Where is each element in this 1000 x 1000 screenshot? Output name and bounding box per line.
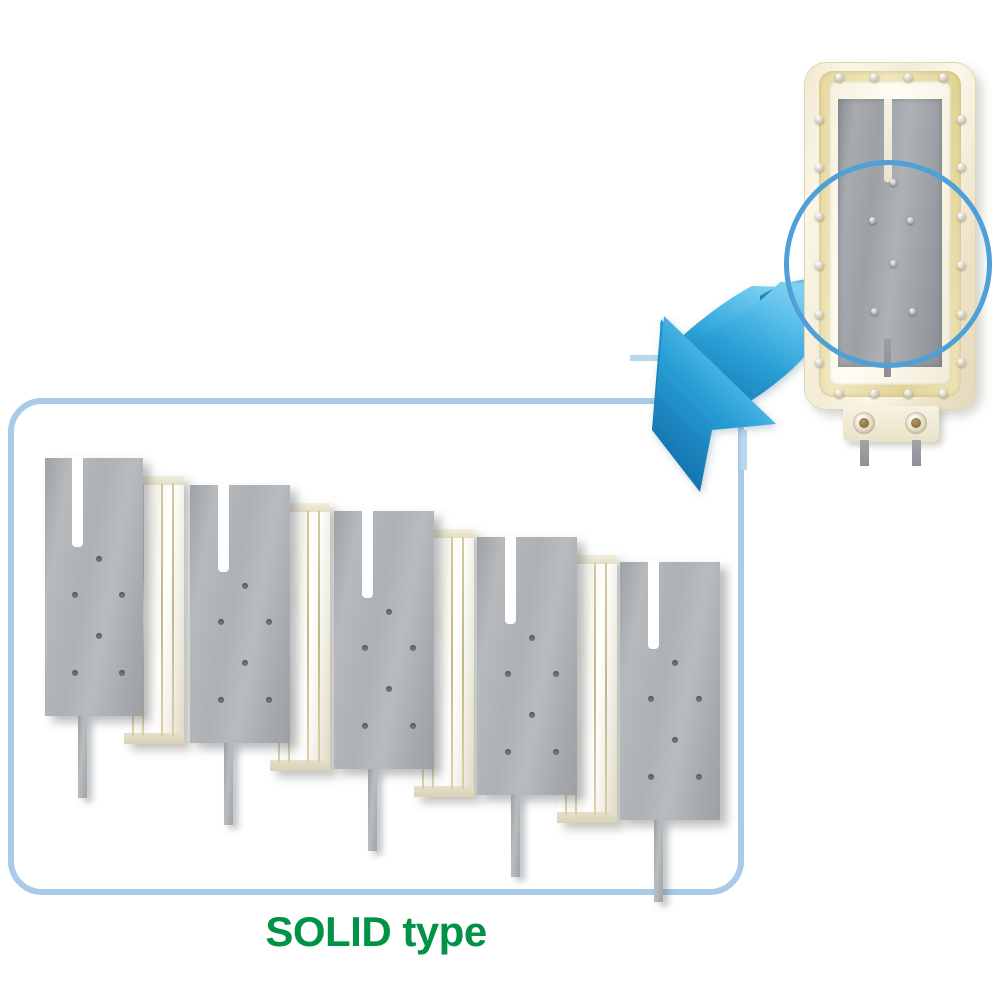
plate-notch [362,510,373,598]
plate-hole-1 [529,635,535,642]
separator-top-cap [557,555,617,564]
separator-stripe-3 [307,511,310,763]
figure-caption: SOLID type [265,908,487,955]
module-rivet-20 [957,358,966,368]
plate-hole-3 [119,592,126,599]
plate-hole-3 [410,645,416,652]
plate-hole-6 [410,722,416,729]
module-terminal-2 [905,412,927,434]
stack-description: electrode-plate-stack [0,0,1,1]
arrow-description: curved-direction-arrow [0,0,1,1]
separator-top-cap [270,503,330,512]
plate-hole-3 [266,619,272,626]
plate-hole-4 [95,633,102,640]
plate-hole-2 [218,619,224,626]
module-rivet-6 [869,389,879,398]
plate-hole-3 [696,696,702,703]
separator-top-cap [414,529,474,538]
metal-plate-4 [477,536,577,877]
separator-stripe-4 [172,484,174,736]
metal-plate-3 [334,510,434,851]
electrode-plate-stack [0,398,752,902]
module-rivet-2 [869,73,879,82]
plate-hole-4 [386,686,392,693]
plate-hole-1 [386,609,392,616]
magnifier-circle [784,160,992,368]
plate-hole-5 [505,748,511,755]
module-rivet-1 [835,73,845,82]
plate-hole-2 [72,592,79,599]
plate-notch [648,561,659,649]
plate-hole-3 [553,671,559,678]
plate-hole-2 [505,671,511,678]
module-terminal-1 [853,412,875,434]
module-rivet-9 [815,114,824,124]
metal-plate-2 [190,484,290,825]
separator-stripe-4 [605,563,607,815]
module-rivet-8 [938,389,948,398]
metal-plate-5 [620,561,720,902]
plate-notch [505,536,516,624]
module-description: battery-module [0,0,1,1]
plate-bottom-tab [224,743,233,825]
module-rivet-4 [938,73,948,82]
module-terminal-block [843,406,939,466]
separator-bottom-cap [414,786,474,797]
plate-hole-5 [72,669,79,676]
plate-hole-6 [553,748,559,755]
plate-hole-1 [672,660,678,667]
plate-hole-2 [362,645,368,652]
module-rivet-5 [835,389,845,398]
plate-hole-4 [242,660,248,667]
plate-hole-2 [648,696,654,703]
separator-stripe-3 [161,484,164,736]
metal-plate-1 [45,457,143,798]
separator-bottom-cap [270,760,330,771]
plate-hole-5 [362,722,368,729]
plate-hole-1 [95,556,102,563]
plate-hole-4 [672,737,678,744]
plate-bottom-tab [511,795,520,877]
plate-hole-6 [119,669,126,676]
module-terminal-pin-2 [912,440,921,466]
separator-bottom-cap [124,733,184,744]
plate-stack-callout-box [8,398,744,895]
plate-notch [72,457,84,547]
plate-hole-5 [648,773,654,780]
separator-stripe-4 [462,537,464,789]
plate-notch [218,484,229,572]
module-rivet-19 [815,358,824,368]
module-rivet-3 [904,73,914,82]
module-rivet-12 [957,163,966,173]
module-rivet-10 [957,114,966,124]
plate-hole-6 [266,696,272,703]
plate-bottom-tab [368,769,377,851]
module-terminal-pin-1 [860,440,869,466]
separator-bottom-cap [557,812,617,823]
module-rivet-7 [904,389,914,398]
separator-stripe-4 [318,511,320,763]
separator-stripe-3 [594,563,597,815]
module-plate-slot [883,99,892,183]
separator-stripe-3 [451,537,454,789]
plate-hole-1 [242,583,248,590]
separator-top-cap [124,476,184,485]
module-rivet-11 [815,163,824,173]
plate-hole-5 [218,696,224,703]
plate-hole-6 [696,773,702,780]
plate-bottom-tab [654,820,663,902]
plate-hole-4 [529,712,535,719]
plate-bottom-tab [78,716,88,798]
